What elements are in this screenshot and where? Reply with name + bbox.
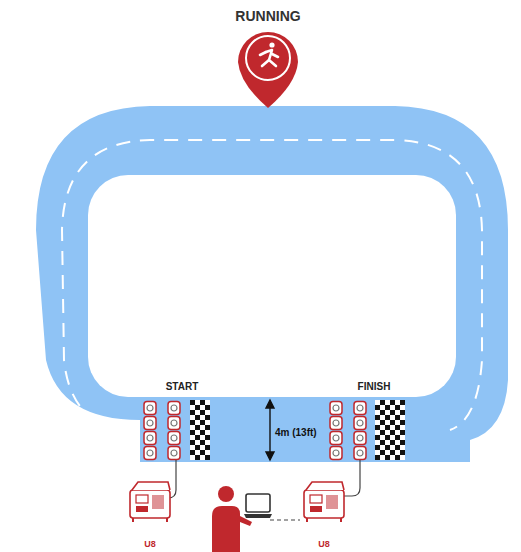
gate-sensor bbox=[168, 447, 180, 460]
title: RUNNING bbox=[235, 8, 300, 24]
gate-sensor bbox=[144, 402, 156, 415]
gate-sensor bbox=[330, 402, 342, 415]
gate-sensor bbox=[354, 402, 366, 415]
start-label: START bbox=[166, 381, 199, 392]
gate-sensor bbox=[144, 432, 156, 445]
gate-sensor bbox=[354, 432, 366, 445]
gate-sensor bbox=[144, 447, 156, 460]
device-label: U8 bbox=[318, 539, 330, 549]
gate-sensor bbox=[330, 417, 342, 430]
gate-sensor bbox=[354, 447, 366, 460]
gate-sensor bbox=[168, 432, 180, 445]
gate-sensor bbox=[330, 432, 342, 445]
gate-sensor bbox=[354, 417, 366, 430]
gate-sensor bbox=[330, 447, 342, 460]
gate-sensor bbox=[168, 402, 180, 415]
finish-label: FINISH bbox=[358, 381, 391, 392]
device-label: U8 bbox=[144, 539, 156, 549]
gate-sensor bbox=[144, 417, 156, 430]
dimension-label: 4m (13ft) bbox=[275, 427, 317, 438]
gate-sensor bbox=[168, 417, 180, 430]
